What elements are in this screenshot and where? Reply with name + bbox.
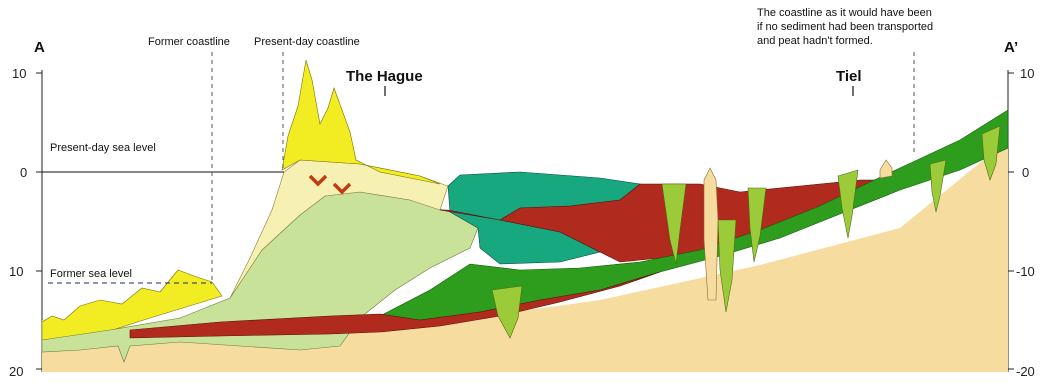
section-start-label: A bbox=[34, 39, 45, 56]
hypothetical-coast-line-2: if no sediment had been transported bbox=[757, 21, 933, 33]
left-tick-label: 10 bbox=[9, 264, 23, 279]
right-axis-ticks: 10 0 -10 -20 bbox=[1008, 66, 1035, 379]
left-tick-label: 20 bbox=[9, 364, 23, 379]
right-tick-label: 0 bbox=[1022, 165, 1029, 180]
present-sea-level-label: Present-day sea level bbox=[50, 142, 156, 154]
right-tick-label: 10 bbox=[1020, 66, 1034, 81]
hypothetical-coast-line-3: and peat hadn't formed. bbox=[757, 35, 873, 47]
left-tick-label: 10 bbox=[12, 66, 26, 81]
the-hague-label: The Hague bbox=[346, 68, 423, 85]
tiel-label: Tiel bbox=[836, 68, 862, 85]
left-axis-ticks: 10 0 10 20 bbox=[9, 66, 42, 379]
right-tick-label: -20 bbox=[1016, 364, 1035, 379]
section-end-label: A’ bbox=[1004, 39, 1018, 56]
former-coastline-label: Former coastline bbox=[148, 36, 230, 48]
former-sea-level-label: Former sea level bbox=[50, 268, 132, 280]
right-tick-label: -10 bbox=[1016, 264, 1035, 279]
present-coastline-label: Present-day coastline bbox=[254, 36, 360, 48]
left-tick-label: 0 bbox=[20, 165, 27, 180]
hypothetical-coast-line-1: The coastline as it would have been bbox=[757, 7, 932, 19]
sand-spike bbox=[880, 160, 892, 178]
